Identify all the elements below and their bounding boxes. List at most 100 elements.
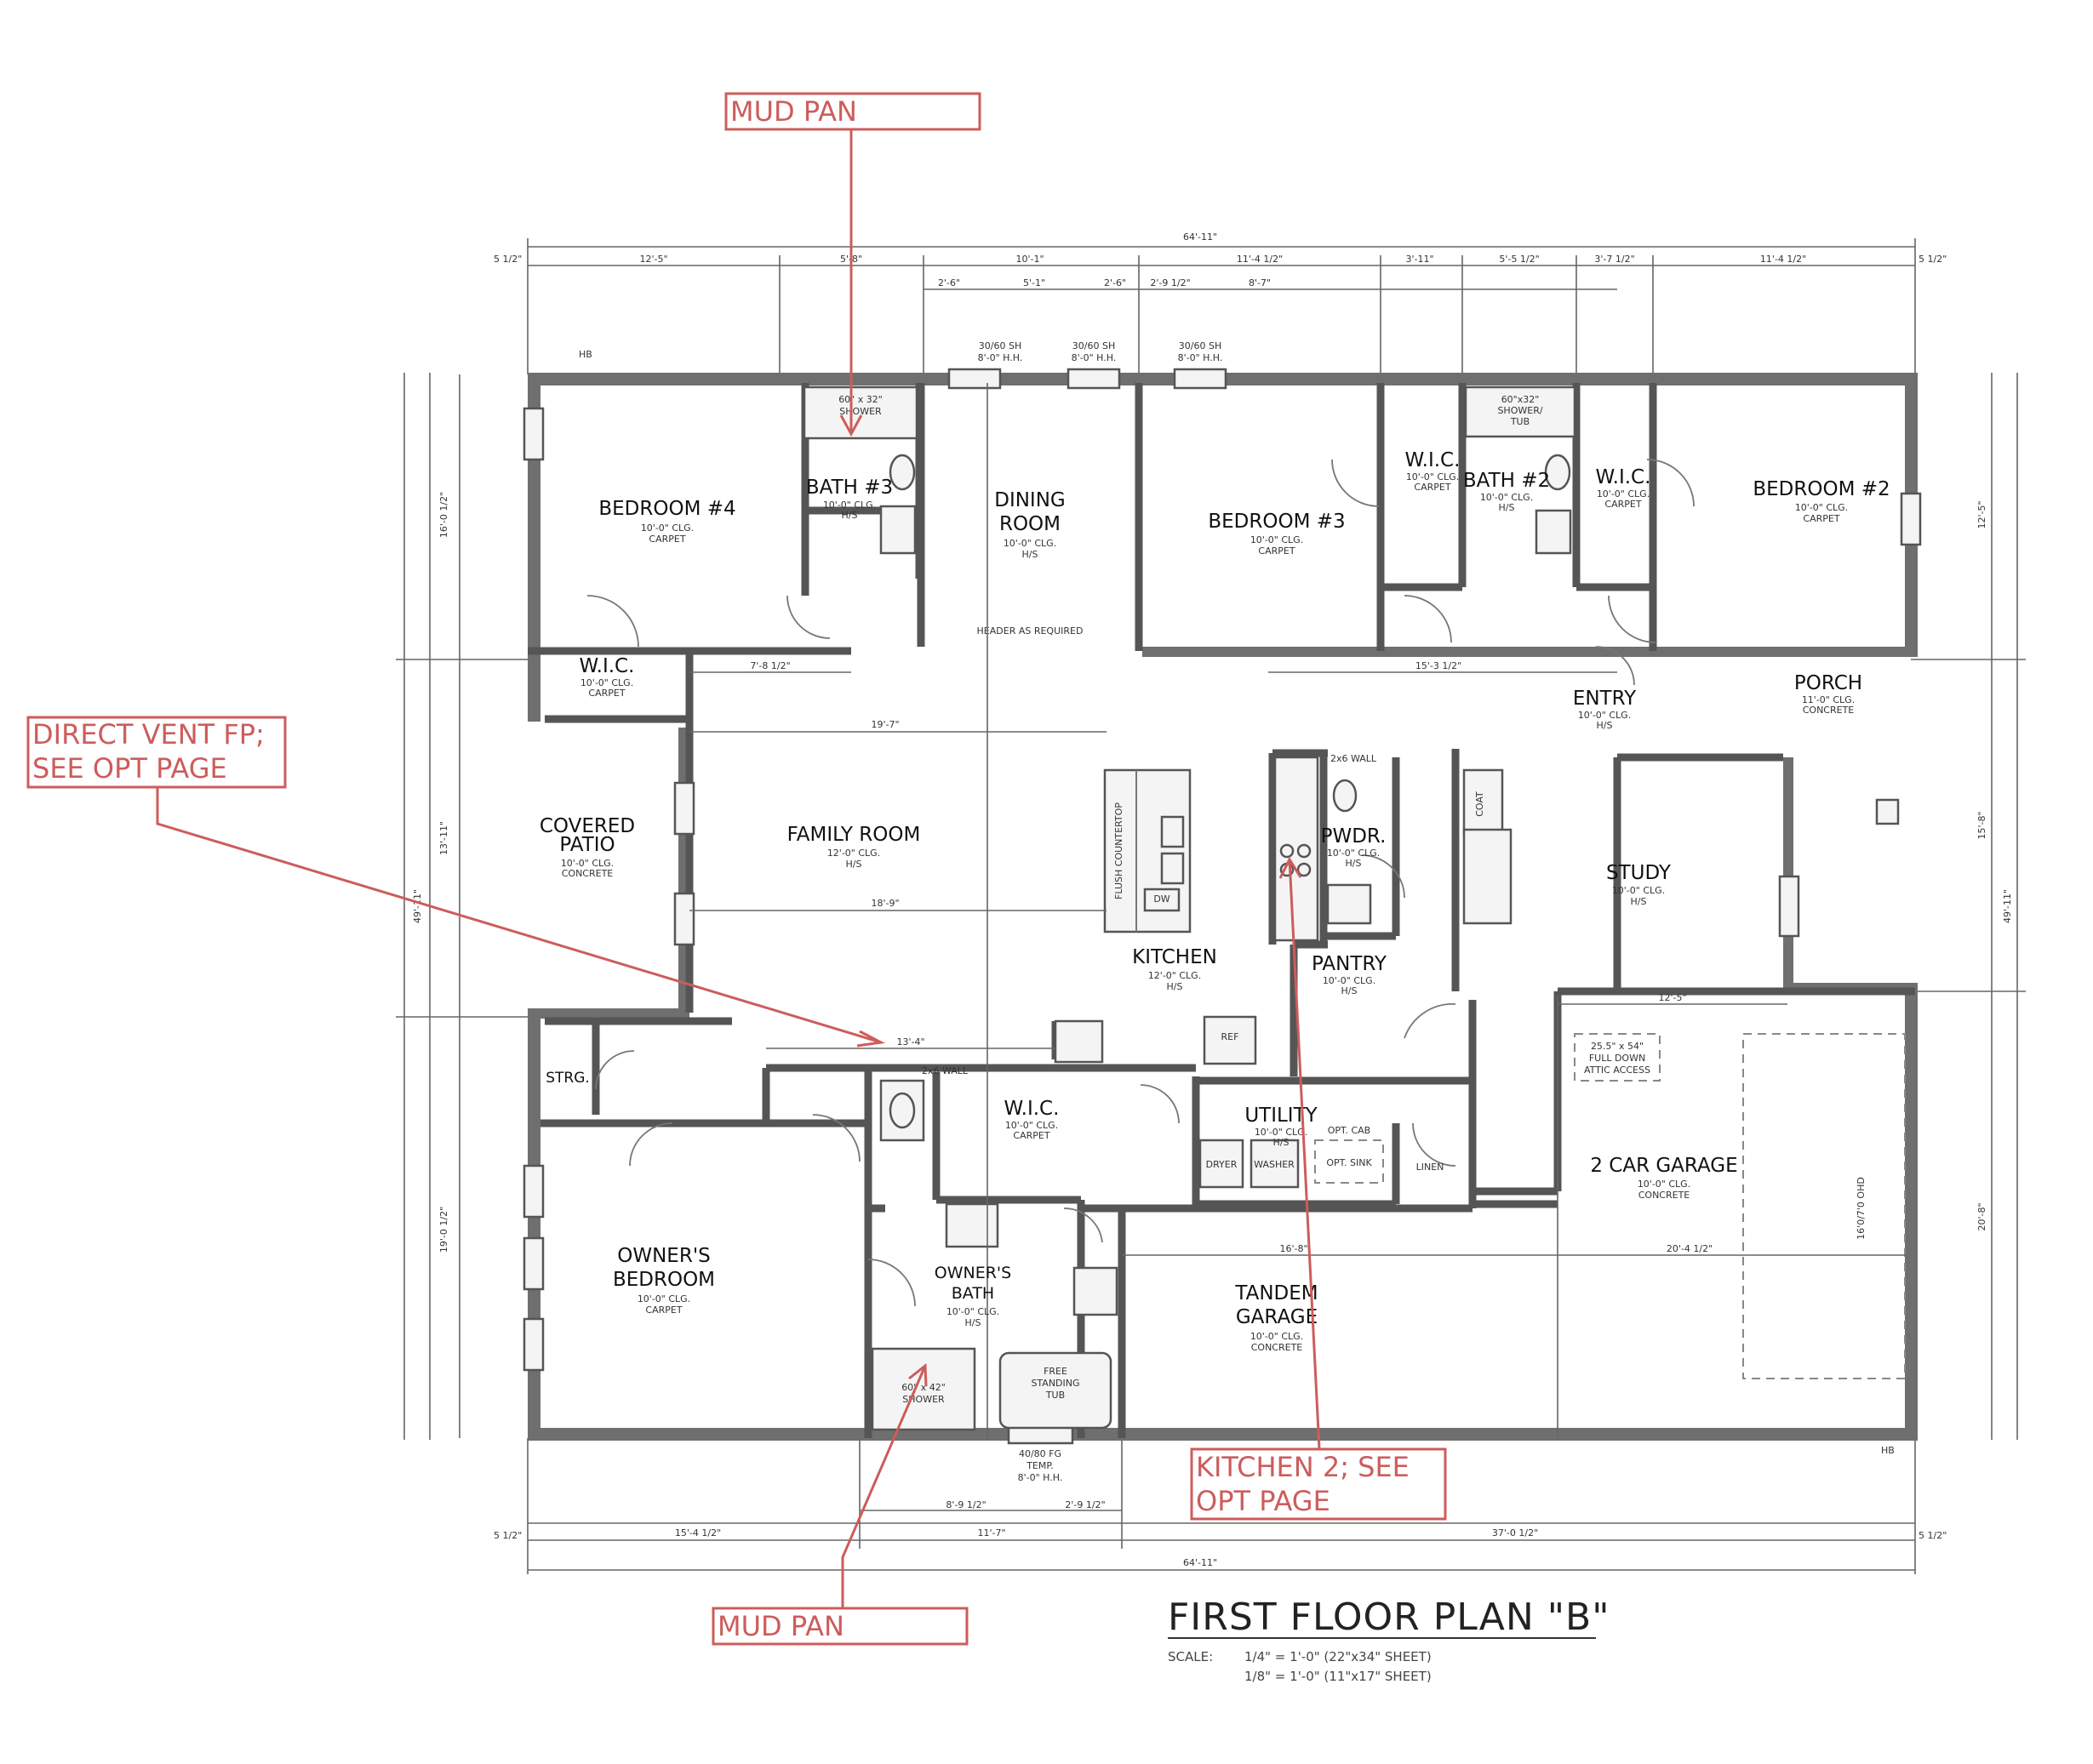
dim-overall-top: 64'-11" bbox=[1183, 231, 1217, 243]
opt-sink-label: OPT. SINK bbox=[1326, 1157, 1372, 1168]
room-name: KITCHEN bbox=[1132, 946, 1217, 968]
title-block: FIRST FLOOR PLAN "B" SCALE: 1/4" = 1'-0"… bbox=[1168, 1596, 1610, 1684]
dim-top2-3: 2'-9 1/2" bbox=[1150, 277, 1190, 288]
room-clg: 10'-0" CLG. bbox=[823, 500, 876, 511]
room-clg: 10'-0" CLG. bbox=[946, 1306, 999, 1317]
windows bbox=[523, 368, 1922, 1445]
dim-top2-4: 8'-7" bbox=[1249, 277, 1271, 288]
top-dimensions: 64'-11" 5 1/2" 5 1/2" 12'-5" 5'-8" 10'-1… bbox=[494, 231, 1947, 374]
room-name-2: BATH bbox=[952, 1284, 994, 1303]
window-label-1b: 8'-0" H.H. bbox=[978, 352, 1023, 363]
attic-access: ATTIC ACCESS bbox=[1584, 1065, 1650, 1076]
room-floor: H/S bbox=[1022, 549, 1038, 560]
dim-right-1: 15'-8" bbox=[1976, 811, 1987, 839]
room-clg: 10'-0" CLG. bbox=[1255, 1127, 1307, 1138]
callout-mud-pan-bottom: MUD PAN bbox=[712, 1363, 969, 1646]
dim-right-0: 12'-5" bbox=[1976, 500, 1987, 528]
callout-kitchen-2: KITCHEN 2; SEE OPT PAGE bbox=[1190, 856, 1447, 1521]
room-pwdr: PWDR. 10'-0" CLG. H/S bbox=[1321, 825, 1387, 869]
side-dimensions: 49'-11" 49'-11" 16'-0 1/2" 13'-11" 19'-0… bbox=[396, 373, 2026, 1440]
callout-text-2: SEE OPT PAGE bbox=[32, 752, 227, 785]
room-floor: H/S bbox=[846, 859, 862, 870]
dim-mid-6: 15'-3 1/2" bbox=[1415, 660, 1461, 671]
room-clg: 10'-0" CLG. bbox=[1406, 471, 1459, 482]
room-owners-bath: OWNER'S BATH 10'-0" CLG. H/S bbox=[935, 1264, 1011, 1328]
room-name: STUDY bbox=[1606, 862, 1672, 884]
room-name-1: COVERED bbox=[540, 815, 635, 837]
room-floor: CARPET bbox=[645, 1304, 682, 1316]
room-name-1: TANDEM bbox=[1234, 1282, 1318, 1304]
room-floor: CARPET bbox=[1803, 513, 1839, 524]
room-floor: CONCRETE bbox=[1251, 1342, 1303, 1353]
room-family: FAMILY ROOM 12'-0" CLG. H/S bbox=[787, 824, 921, 870]
tub-label-3: TUB bbox=[1045, 1390, 1065, 1401]
utility-fixtures: DRYER WASHER OPT. CAB OPT. SINK LINEN CO… bbox=[1198, 768, 1513, 1189]
room-clg: 12'-0" CLG. bbox=[1148, 970, 1201, 981]
room-strg: STRG. bbox=[546, 1070, 590, 1087]
room-porch: PORCH 11'-0" CLG. CONCRETE bbox=[1794, 672, 1862, 716]
room-name: BEDROOM #3 bbox=[1208, 511, 1345, 533]
room-name: BEDROOM #2 bbox=[1753, 478, 1890, 500]
dim-mid-0: 19'-7" bbox=[871, 719, 899, 730]
garage-door-label: 16'0/7'0 OHD bbox=[1856, 1177, 1867, 1240]
dim-left-0: 16'-0 1/2" bbox=[438, 492, 449, 538]
dim-top2-1: 5'-1" bbox=[1023, 277, 1045, 288]
room-entry: ENTRY 10'-0" CLG. H/S bbox=[1573, 688, 1637, 731]
room-floor: H/S bbox=[1631, 896, 1647, 907]
dryer-label: DRYER bbox=[1206, 1159, 1238, 1170]
room-floor: CONCRETE bbox=[562, 868, 614, 879]
rear-window-label-1: 40/80 FG bbox=[1019, 1448, 1061, 1459]
room-name: PANTRY bbox=[1312, 953, 1387, 975]
dim-bottom2-1: 2'-9 1/2" bbox=[1065, 1499, 1105, 1510]
rear-window-label-2: TEMP. bbox=[1026, 1460, 1054, 1471]
window-label-3a: 30/60 SH bbox=[1179, 340, 1221, 351]
room-clg: 10'-0" CLG. bbox=[561, 858, 614, 869]
room-study: STUDY 10'-0" CLG. H/S bbox=[1606, 862, 1672, 907]
room-clg: 10'-0" CLG. bbox=[1480, 492, 1533, 503]
kitchen-fixtures: DW FLUSH COUNTERTOP REF bbox=[1054, 756, 1319, 1065]
dim-side-tr: 5 1/2" bbox=[1919, 254, 1947, 265]
room-clg: 10'-0" CLG. bbox=[580, 677, 633, 688]
room-floor: H/S bbox=[842, 510, 858, 521]
room-name-1: OWNER'S bbox=[617, 1245, 711, 1267]
window-label-2b: 8'-0" H.H. bbox=[1072, 352, 1117, 363]
room-wic-b4: W.I.C. 10'-0" CLG. CARPET bbox=[580, 655, 635, 699]
room-clg: 10'-0" CLG. bbox=[1638, 1179, 1690, 1190]
room-floor: CARPET bbox=[1604, 499, 1641, 510]
room-name: FAMILY ROOM bbox=[787, 824, 921, 846]
room-clg: 10'-0" CLG. bbox=[1597, 488, 1650, 500]
dim-right-2: 20'-8" bbox=[1976, 1202, 1987, 1230]
room-tandem-garage: TANDEM GARAGE 10'-0" CLG. CONCRETE bbox=[1234, 1282, 1318, 1353]
room-bath-3: BATH #3 10'-0" CLG. H/S bbox=[806, 477, 893, 521]
window-label-1a: 30/60 SH bbox=[979, 340, 1021, 351]
garage-details: 25.5" x 54" FULL DOWN ATTIC ACCESS 16'0/… bbox=[1574, 1033, 1906, 1379]
room-floor: CONCRETE bbox=[1803, 705, 1855, 716]
room-wic-b2: W.I.C. 10'-0" CLG. CARPET bbox=[1596, 466, 1651, 510]
room-floor: H/S bbox=[1341, 985, 1358, 996]
room-name-2: BEDROOM bbox=[613, 1269, 715, 1291]
dim-depth-right: 49'-11" bbox=[2002, 889, 2013, 923]
dim-top-5: 5'-5 1/2" bbox=[1499, 254, 1539, 265]
room-clg: 12'-0" CLG. bbox=[827, 848, 880, 859]
room-wic-b3: W.I.C. 10'-0" CLG. CARPET bbox=[1405, 449, 1461, 493]
plan-title: FIRST FLOOR PLAN "B" bbox=[1168, 1596, 1610, 1639]
dim-mid-4: 20'-4 1/2" bbox=[1667, 1243, 1713, 1254]
dim-mid-3: 12'-5" bbox=[1658, 992, 1686, 1003]
misc-labels: 30/60 SH 8'-0" H.H. 30/60 SH 8'-0" H.H. … bbox=[579, 340, 1900, 1483]
room-wic-owner: W.I.C. 10'-0" CLG. CARPET bbox=[1004, 1098, 1060, 1141]
room-clg: 10'-0" CLG. bbox=[1578, 710, 1631, 721]
room-clg: 10'-0" CLG. bbox=[1612, 885, 1665, 896]
room-floor: H/S bbox=[1273, 1137, 1290, 1148]
room-bath-2: BATH #2 10'-0" CLG. H/S bbox=[1463, 470, 1550, 513]
dim-side-br: 5 1/2" bbox=[1919, 1530, 1947, 1541]
room-clg: 10'-0" CLG. bbox=[641, 522, 694, 534]
room-floor: H/S bbox=[1346, 858, 1362, 869]
dim-top-2: 10'-1" bbox=[1015, 254, 1044, 265]
door-swings bbox=[586, 459, 1695, 1307]
coat-label: COAT bbox=[1474, 791, 1485, 817]
dim-mid-7: 7'-8 1/2" bbox=[750, 660, 790, 671]
room-covered-patio: COVERED PATIO 10'-0" CLG. CONCRETE bbox=[540, 815, 635, 879]
dim-left-1: 13'-11" bbox=[438, 821, 449, 855]
scale-line-1: 1/4" = 1'-0" (22"x34" SHEET) bbox=[1244, 1649, 1432, 1664]
dim-mid-1: 18'-9" bbox=[871, 898, 899, 909]
